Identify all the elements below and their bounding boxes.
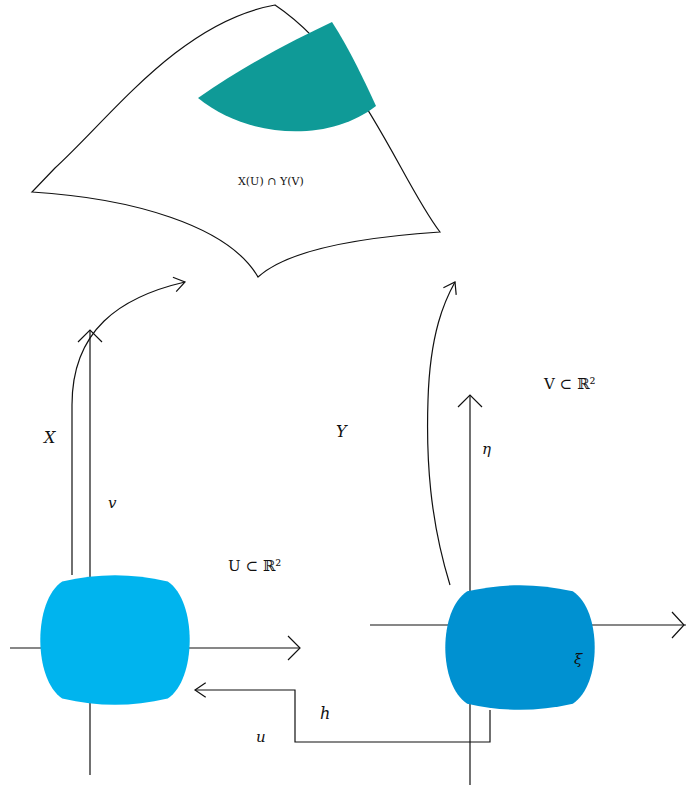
map-arrow — [195, 683, 490, 742]
map-arrow — [428, 282, 457, 585]
axis-label: v — [108, 494, 116, 512]
map-label: h — [320, 704, 330, 723]
map-label: X — [44, 428, 55, 447]
parameter-domain: V ⊂ ℝ² — [440, 585, 600, 710]
disk-shape — [440, 585, 600, 710]
node-label: V ⊂ ℝ² — [544, 375, 595, 393]
axis-label: η — [482, 440, 491, 458]
arrow-head — [443, 282, 456, 295]
surface-patch: X(U) ∩ Y(V) — [25, 0, 475, 282]
arrow-line — [72, 282, 185, 575]
arrow-head — [173, 277, 185, 291]
arrow-line — [428, 282, 455, 585]
map-arrow — [72, 277, 185, 575]
parameter-domain: U ⊂ ℝ² — [35, 575, 195, 705]
disk-shape — [445, 585, 594, 710]
axis-label: ξ — [574, 650, 582, 668]
axis-label: u — [256, 728, 266, 746]
node-label: X(U) ∩ Y(V) — [238, 175, 304, 188]
overlap-region — [198, 22, 376, 131]
map-label: Y — [336, 422, 347, 441]
surface-outline — [25, 0, 475, 282]
surface-outline — [32, 5, 440, 277]
arrow-head — [195, 683, 206, 698]
coordinate-axes — [10, 330, 686, 785]
arrow-line — [195, 690, 490, 742]
disk-shape — [40, 575, 189, 705]
node-label: U ⊂ ℝ² — [228, 557, 281, 575]
disk-shape — [35, 575, 195, 705]
